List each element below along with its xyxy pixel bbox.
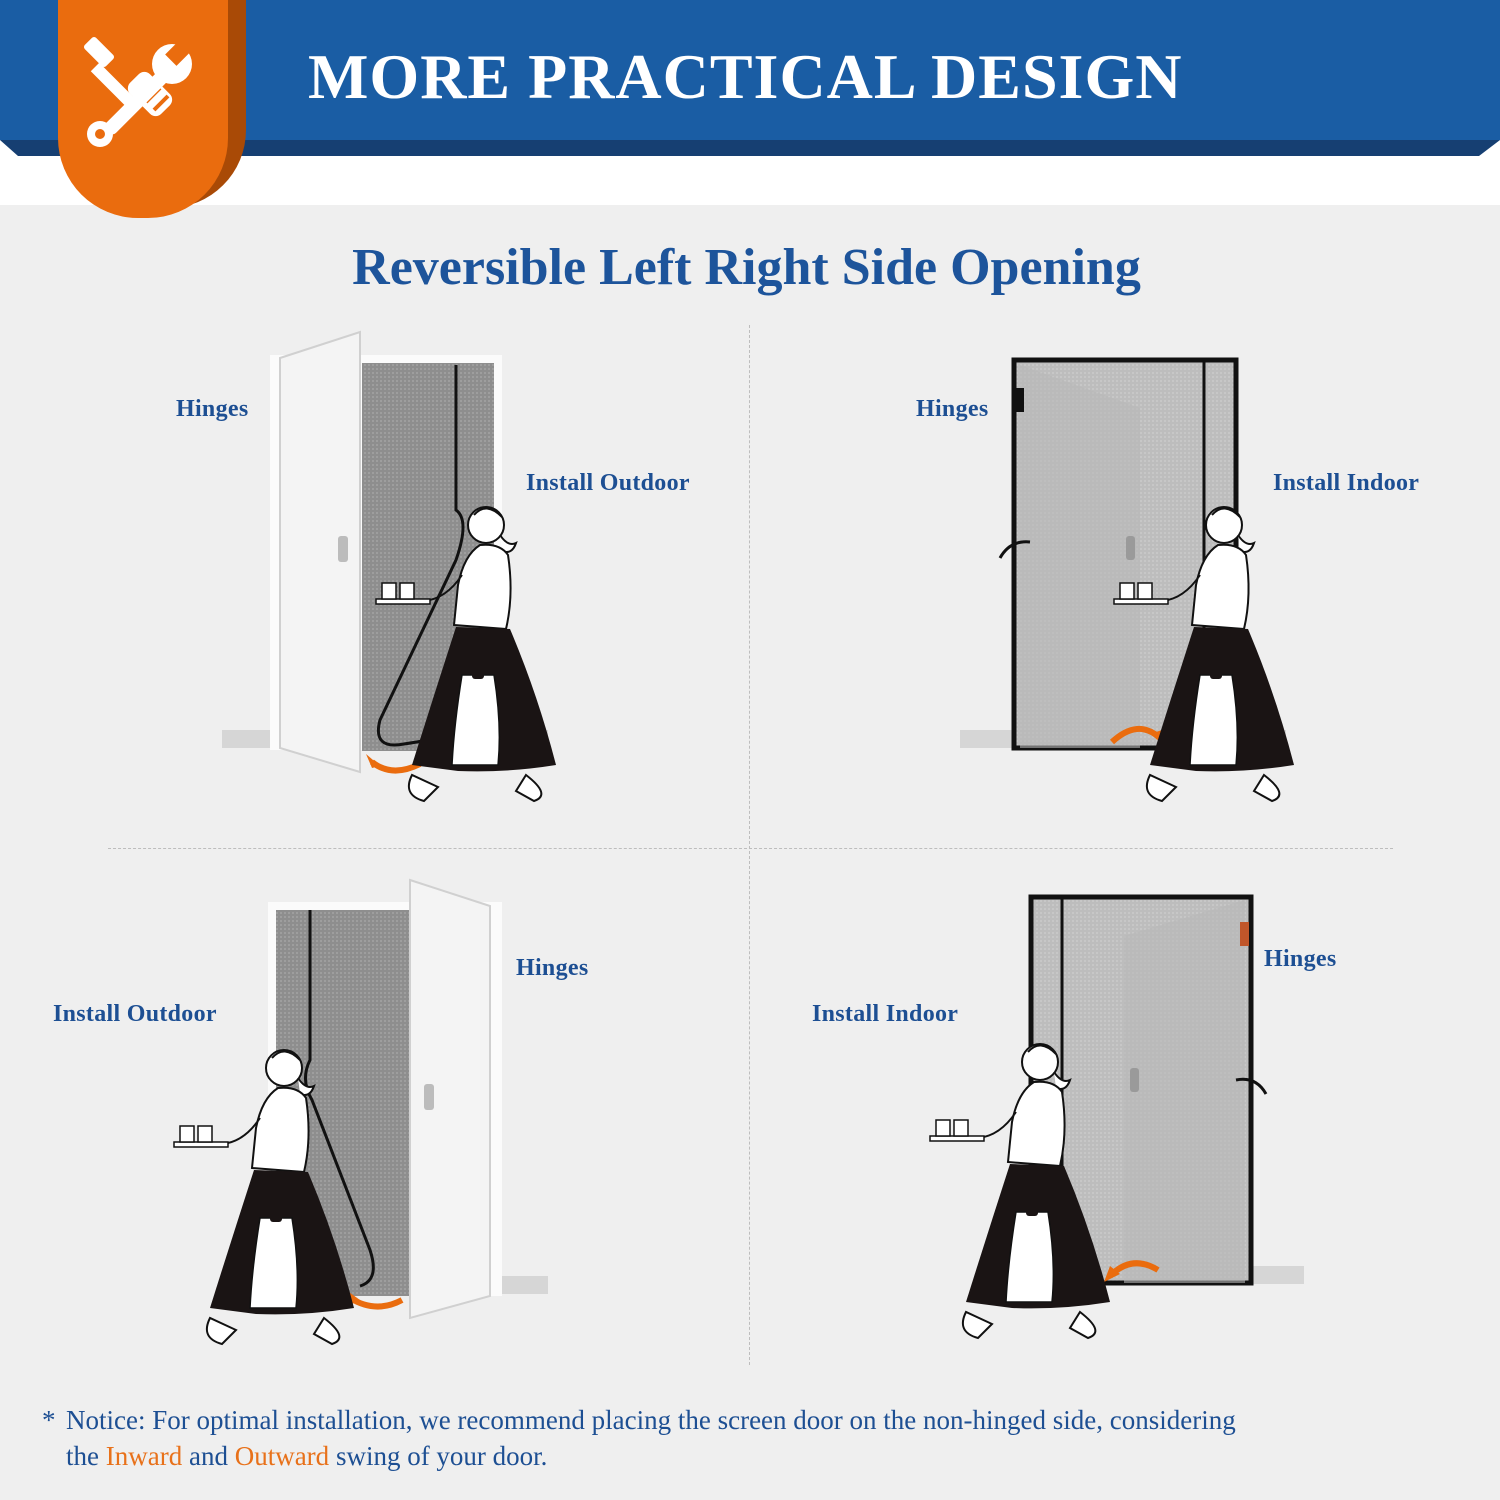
header-banner <box>0 0 1500 140</box>
header-banner-shadow <box>0 140 1500 156</box>
label-hinges-bottom-left: Hinges <box>516 955 589 981</box>
label-hinges-top-left: Hinges <box>176 396 249 422</box>
label-hinges-bottom-right: Hinges <box>1264 946 1337 972</box>
label-hinges-top-right: Hinges <box>916 396 989 422</box>
notice-inward: Inward <box>105 1441 183 1471</box>
notice-outward: Outward <box>234 1441 330 1471</box>
section-heading: Reversible Left Right Side Opening <box>352 239 1141 296</box>
notice-text: the <box>66 1441 106 1471</box>
label-install-indoor-bottom-right: Install Indoor <box>812 1001 959 1027</box>
notice-line-1: Notice: For optimal installation, we rec… <box>66 1405 1236 1435</box>
label-install-outdoor-bottom-left: Install Outdoor <box>53 1001 217 1027</box>
tools-badge <box>58 0 228 218</box>
label-install-indoor-top-right: Install Indoor <box>1273 470 1420 496</box>
notice-line-2: the Inward and Outward swing of your doo… <box>66 1438 547 1474</box>
vertical-divider <box>749 325 750 1365</box>
page-title: MORE PRACTICAL DESIGN <box>308 41 1183 112</box>
tools-icon <box>83 36 195 147</box>
notice-asterisk: * <box>42 1405 56 1435</box>
notice-text: and <box>182 1441 235 1471</box>
horizontal-divider <box>108 848 1393 849</box>
notice-text: swing of your door. <box>329 1441 548 1471</box>
label-install-outdoor-top-left: Install Outdoor <box>526 470 690 496</box>
